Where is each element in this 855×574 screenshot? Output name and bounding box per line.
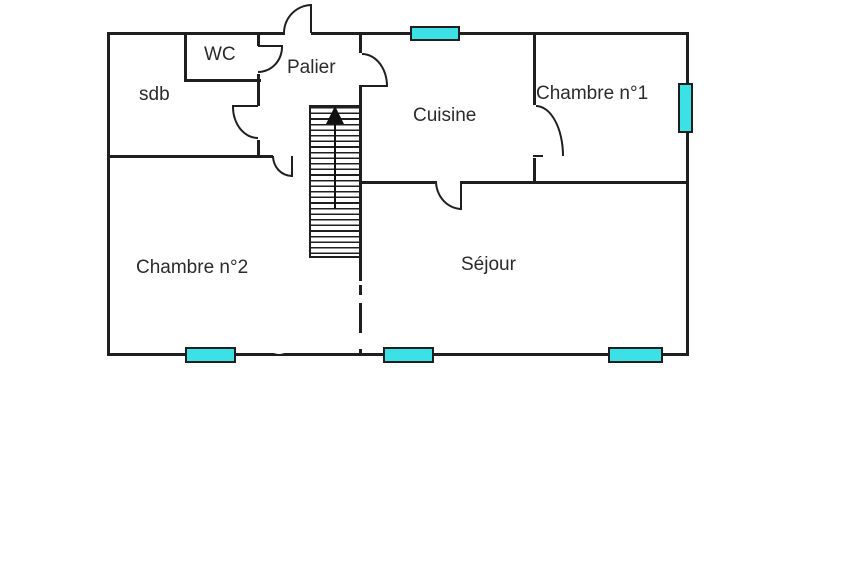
sejour-door-arc — [435, 181, 462, 210]
wall-sejour-top-right-segment — [461, 181, 689, 184]
chambre2-door-leaf — [291, 156, 293, 177]
chambre1-door-leaf — [533, 155, 543, 157]
window-chambre1-right — [678, 83, 693, 133]
window-cuisine-top — [410, 26, 460, 41]
wall-palier-cuisine-upper — [359, 32, 362, 53]
room-label-chambre2: Chambre n°2 — [136, 257, 249, 278]
window-chambre2-bottom — [185, 347, 236, 363]
wall-wc-left — [184, 32, 187, 82]
wall-cuisine-chambre1-lower — [533, 158, 536, 184]
window-sejour-bottom-right — [608, 347, 663, 363]
wall-sdb-palier-upper — [257, 32, 260, 46]
sdb-door-leaf — [232, 105, 258, 107]
outer-wall-right — [686, 32, 689, 356]
window-sejour-bottom-left — [383, 347, 434, 363]
stairs-up-arrow-icon — [326, 106, 344, 124]
wall-chambre2-sejour-mid — [359, 303, 362, 333]
cuisine-door-leaf — [359, 85, 388, 87]
chambre1-door-arc — [536, 105, 564, 156]
room-label-sejour: Séjour — [461, 254, 516, 275]
chambre2-door-arc — [272, 156, 292, 177]
wall-sdb-palier-lower — [257, 140, 260, 158]
wall-wc-bottom — [184, 79, 261, 82]
room-label-palier: Palier — [287, 57, 336, 78]
whiteout-artifact — [266, 331, 292, 354]
wall-chambre2-top — [107, 155, 273, 158]
wall-sejour-top-left-segment — [359, 181, 435, 184]
cuisine-door-arc — [362, 53, 388, 86]
wall-palier-cuisine-lower — [359, 87, 362, 281]
room-label-sdb: sdb — [139, 84, 170, 105]
wall-chambre2-sejour-dash — [359, 285, 362, 295]
wall-cuisine-chambre1-upper — [533, 32, 536, 105]
wall-chambre2-sejour-bottom — [359, 349, 362, 356]
wall-sdb-palier-middle — [257, 74, 260, 106]
outer-wall-top-right-segment — [311, 32, 689, 35]
room-label-wc: WC — [204, 44, 236, 65]
wc-door-arc — [258, 47, 283, 73]
room-label-cuisine: Cuisine — [413, 105, 477, 126]
wc-door-leaf — [258, 45, 283, 47]
entrance-door-arc — [283, 4, 312, 33]
stairs-up-arrow-shaft — [334, 123, 336, 209]
room-label-chambre1: Chambre n°1 — [536, 83, 649, 104]
outer-wall-left — [107, 32, 110, 356]
outer-wall-top-left-segment — [107, 32, 285, 35]
sdb-door-arc — [232, 107, 258, 139]
